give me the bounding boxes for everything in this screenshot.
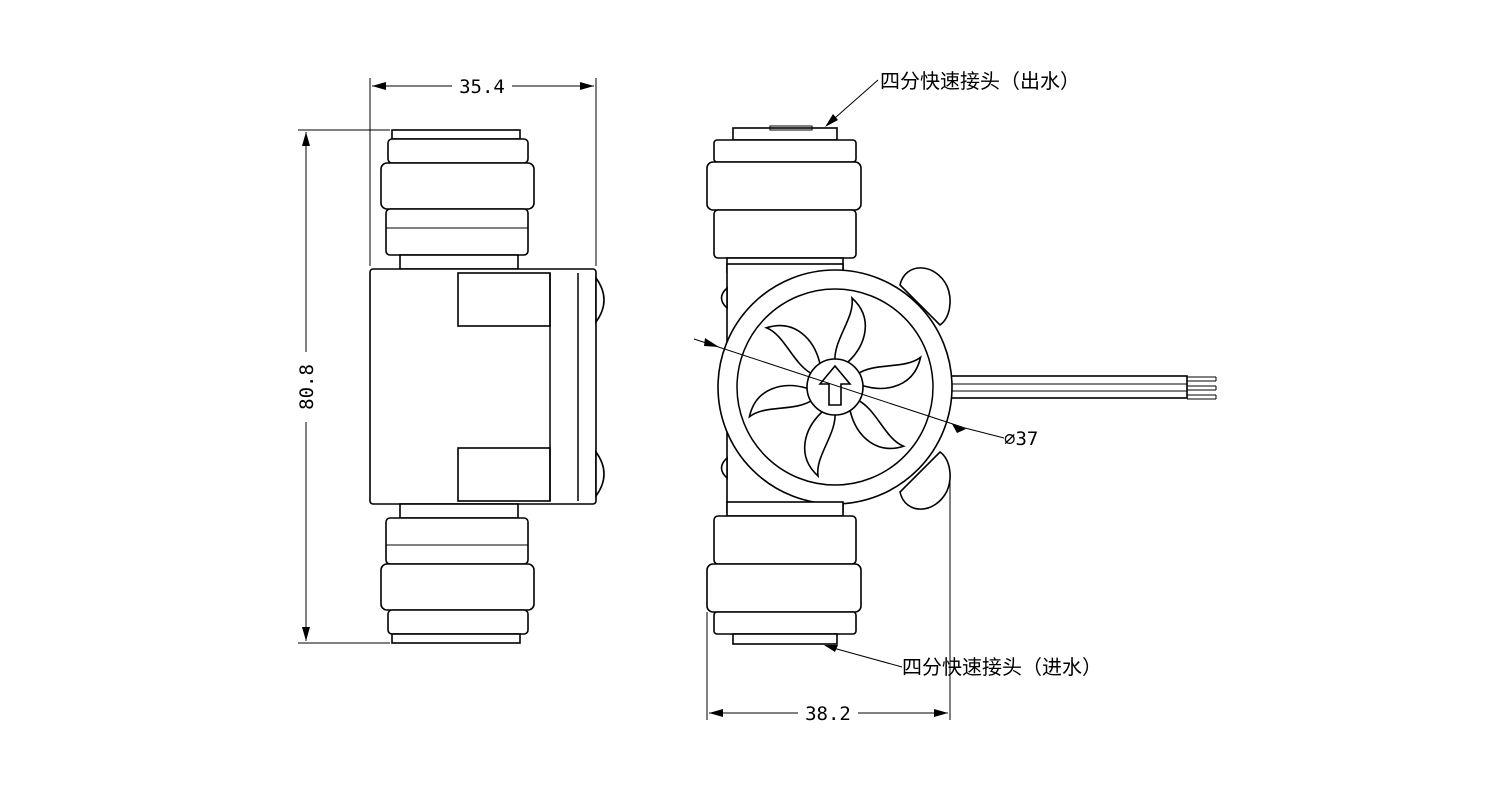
bottom-stem-side [399, 503, 519, 519]
bottom-neck-front [713, 515, 857, 565]
top-nut-front [706, 161, 862, 211]
bottom-cap-front [732, 633, 838, 645]
bottom-cap-side [391, 633, 521, 644]
bottom-nut-side [380, 563, 535, 611]
dim-side-width: 35.4 [369, 76, 597, 266]
callout-inlet: 四分快速接头（进水） [824, 645, 1102, 679]
impeller-blade [834, 295, 867, 363]
upper-lobe [899, 267, 951, 327]
bottom-stem-front [726, 501, 844, 517]
dim-diameter: ⌀37 [693, 338, 1038, 450]
top-stem-side [399, 254, 519, 270]
inlet-label: 四分快速接头（进水） [902, 655, 1102, 679]
top-neck-front [713, 209, 857, 259]
side-width-label: 35.4 [459, 76, 505, 98]
lower-lug-side [595, 449, 605, 499]
callout-outlet: 四分快速接头（出水） [825, 69, 1080, 127]
lower-boss-side [457, 447, 551, 502]
outlet-label: 四分快速接头（出水） [880, 69, 1080, 93]
left-nub-lower [720, 456, 728, 480]
dim-front-width: 38.2 [706, 478, 951, 725]
top-collet-front [713, 139, 857, 163]
bottom-nut-front [706, 563, 862, 613]
upper-lug-side [595, 275, 605, 325]
front-view [706, 125, 1217, 645]
bottom-collet-side [387, 609, 529, 635]
diameter-label: ⌀37 [1004, 428, 1038, 450]
top-collet-side [387, 138, 529, 164]
impeller [741, 295, 929, 477]
bottom-collet-front [713, 611, 857, 635]
wire-bundle [934, 375, 1217, 400]
dim-height: 80.8 [296, 129, 390, 644]
side-view [369, 129, 605, 644]
upper-boss-side [457, 272, 551, 327]
top-cap-side [391, 129, 521, 140]
top-neck-side [385, 208, 529, 256]
top-nut-side [380, 162, 535, 210]
bottom-neck-side [385, 517, 529, 565]
housing-inner-circle [736, 288, 934, 486]
front-width-label: 38.2 [805, 703, 851, 725]
height-label: 80.8 [296, 364, 318, 410]
lower-lobe [899, 450, 951, 510]
left-nub-upper [720, 286, 728, 310]
